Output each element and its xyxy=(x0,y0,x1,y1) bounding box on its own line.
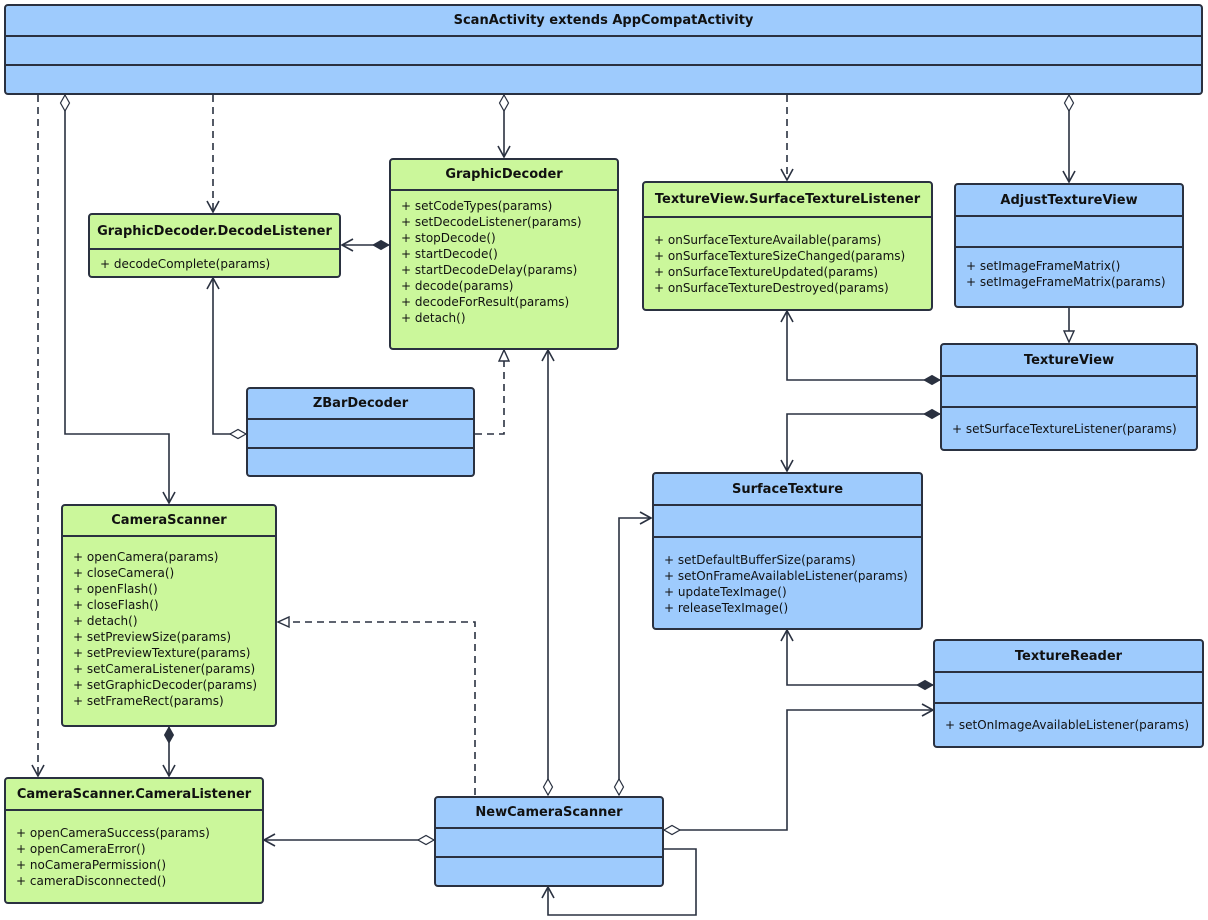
method-item: + decodeComplete(params) xyxy=(100,257,271,271)
edge-textureview-surfacelistener xyxy=(787,311,940,380)
method-item: + closeCamera() xyxy=(73,566,175,580)
class-attributes-section xyxy=(935,671,1202,702)
method-item: + setDecodeListener(params) xyxy=(401,215,582,229)
class-name: GraphicDecoder.DecodeListener xyxy=(97,224,332,239)
method-item: + setOnFrameAvailableListener(params) xyxy=(664,569,908,583)
class-graphic-decoder: GraphicDecoder + setCodeTypes(params) + … xyxy=(389,158,619,350)
class-attributes-section xyxy=(956,215,1182,246)
method-item: + setImageFrameMatrix(params) xyxy=(966,275,1166,289)
method-item: + decode(params) xyxy=(401,279,514,293)
class-methods: + setDefaultBufferSize(params) + setOnFr… xyxy=(654,536,921,628)
class-name: TextureReader xyxy=(1014,648,1123,664)
edge-newscanner-self-loop xyxy=(541,848,697,916)
method-item: + openFlash() xyxy=(73,582,158,596)
edge-textureview-surfacetexture xyxy=(787,414,940,471)
class-name: ScanActivity extends AppCompatActivity xyxy=(453,13,754,28)
method-item: + setSurfaceTextureListener(params) xyxy=(952,422,1177,436)
class-decode-listener: GraphicDecoder.DecodeListener + decodeCo… xyxy=(88,213,341,278)
class-texture-view: TextureView + setSurfaceTextureListener(… xyxy=(940,343,1198,451)
class-name: ZBarDecoder xyxy=(312,396,409,411)
method-item: + releaseTexImage() xyxy=(664,601,789,615)
method-item: + cameraDisconnected() xyxy=(16,874,167,888)
class-methods: + openCamera(params) + closeCamera() + o… xyxy=(63,535,275,725)
method-item: + onSurfaceTextureSizeChanged(params) xyxy=(654,249,906,263)
class-attributes-section xyxy=(942,375,1196,406)
class-name: CameraScanner xyxy=(111,513,227,528)
class-camera-listener: CameraScanner.CameraListener + openCamer… xyxy=(4,777,264,904)
class-name: AdjustTextureView xyxy=(1000,192,1138,208)
class-methods-section xyxy=(248,446,473,476)
method-item: + closeFlash() xyxy=(73,598,159,612)
class-name: SurfaceTexture xyxy=(731,481,844,497)
method-item: + onSurfaceTextureAvailable(params) xyxy=(654,233,882,247)
class-surface-texture: SurfaceTexture + setDefaultBufferSize(pa… xyxy=(652,472,923,630)
method-item: + startDecode() xyxy=(401,247,498,261)
method-item: + onSurfaceTextureUpdated(params) xyxy=(654,265,879,279)
edge-scan-to-camerascanner xyxy=(65,95,169,503)
class-attributes-section xyxy=(654,504,921,536)
class-adjust-texture-view: AdjustTextureView + setImageFrameMatrix(… xyxy=(954,183,1184,308)
edge-texturereader-surfacetexture xyxy=(787,630,933,685)
class-scan-activity: ScanActivity extends AppCompatActivity xyxy=(4,4,1203,95)
class-texture-reader: TextureReader + setOnImageAvailableListe… xyxy=(933,639,1204,748)
method-item: + noCameraPermission() xyxy=(16,858,166,872)
class-methods: + setImageFrameMatrix() + setImageFrameM… xyxy=(956,246,1182,306)
method-item: + setPreviewSize(params) xyxy=(73,630,232,644)
class-methods: + setOnImageAvailableListener(params) xyxy=(935,702,1202,746)
method-item: + setGraphicDecoder(params) xyxy=(73,678,258,692)
class-name: NewCameraScanner xyxy=(475,805,623,820)
class-attributes-section xyxy=(6,35,1201,64)
class-name: TextureView.SurfaceTextureListener xyxy=(654,192,921,207)
class-camera-scanner: CameraScanner + openCamera(params) + clo… xyxy=(61,504,277,727)
edge-newscanner-implements-camerascanner xyxy=(276,615,476,795)
method-item: + openCameraError() xyxy=(16,842,146,856)
class-zbar-decoder: ZBarDecoder xyxy=(246,387,475,477)
method-item: + setFrameRect(params) xyxy=(73,694,224,708)
class-methods: + onSurfaceTextureAvailable(params) + on… xyxy=(644,216,931,309)
method-item: + setImageFrameMatrix() xyxy=(966,259,1121,273)
class-surface-texture-listener: TextureView.SurfaceTextureListener + onS… xyxy=(642,181,933,311)
method-item: + setPreviewTexture(params) xyxy=(73,646,251,660)
class-name: CameraScanner.CameraListener xyxy=(16,786,252,802)
method-item: + setDefaultBufferSize(params) xyxy=(664,553,856,567)
edge-zbar-decodelistener xyxy=(213,278,246,434)
method-item: + setCodeTypes(params) xyxy=(401,199,553,213)
edge-newscanner-surfacetexture xyxy=(619,518,651,795)
class-methods: + openCameraSuccess(params) + openCamera… xyxy=(6,809,262,902)
edge-zbar-implements-graphicdecoder xyxy=(475,348,511,435)
method-item: + openCameraSuccess(params) xyxy=(16,826,210,840)
method-item: + decodeForResult(params) xyxy=(401,295,570,309)
class-methods: + decodeComplete(params) xyxy=(90,248,339,276)
class-attributes-section xyxy=(248,418,473,447)
method-item: + stopDecode() xyxy=(401,231,496,245)
class-methods: + setSurfaceTextureListener(params) xyxy=(942,406,1196,449)
class-attributes-section xyxy=(436,827,662,856)
class-name: TextureView xyxy=(1023,352,1115,368)
method-item: + openCamera(params) xyxy=(73,550,219,564)
method-item: + setCameraListener(params) xyxy=(73,662,256,676)
class-new-camera-scanner: NewCameraScanner xyxy=(434,796,664,887)
edge-newscanner-texturereader xyxy=(664,710,933,830)
class-methods-section xyxy=(6,64,1201,93)
method-item: + updateTexImage() xyxy=(664,585,787,599)
method-item: + detach() xyxy=(401,311,466,325)
method-item: + setOnImageAvailableListener(params) xyxy=(945,718,1190,732)
method-item: + onSurfaceTextureDestroyed(params) xyxy=(654,281,889,295)
method-item: + detach() xyxy=(73,614,138,628)
class-methods-section xyxy=(436,856,662,885)
class-name: GraphicDecoder xyxy=(445,167,563,182)
method-item: + startDecodeDelay(params) xyxy=(401,263,578,277)
class-methods: + setCodeTypes(params) + setDecodeListen… xyxy=(391,189,617,348)
